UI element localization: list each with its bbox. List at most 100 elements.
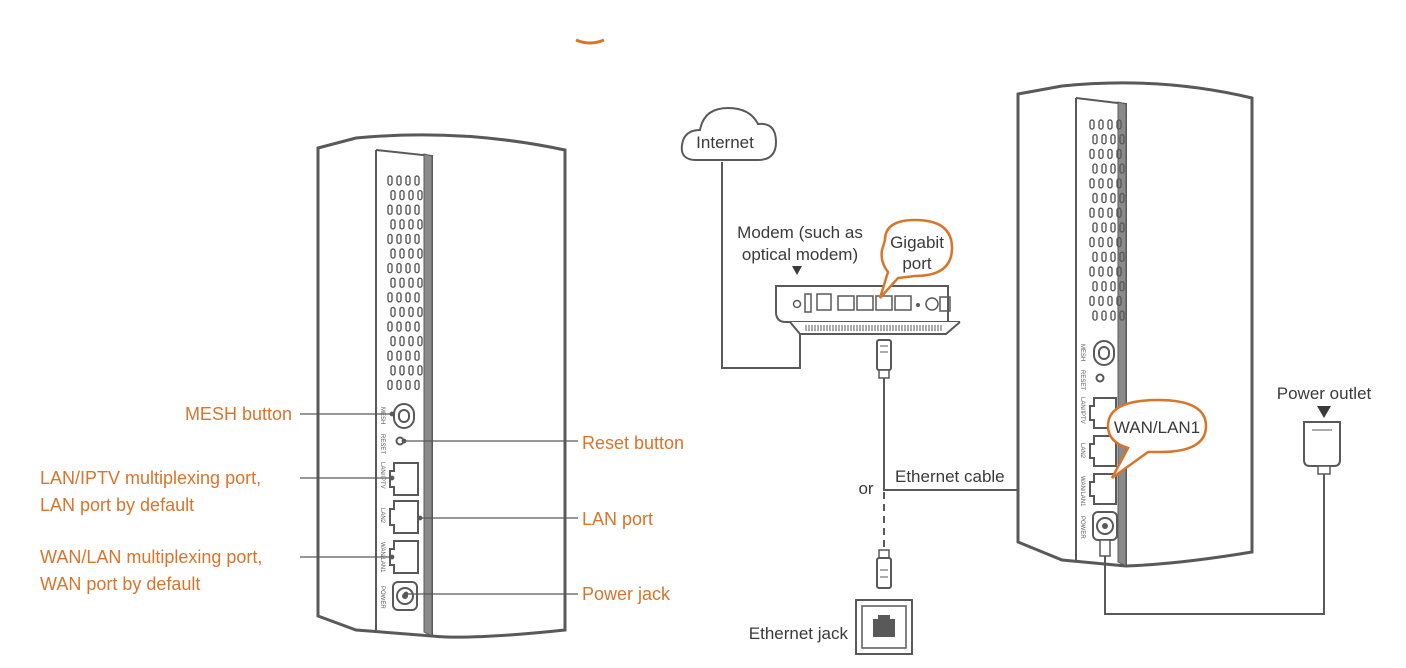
vent-slot [396, 292, 402, 303]
vent-slot [405, 175, 411, 186]
internet-label: Internet [696, 133, 754, 152]
left-leader-lines [300, 411, 578, 597]
left-label-power: POWER [379, 586, 385, 609]
vent-slot [1116, 119, 1122, 130]
right-wan-lan1-port[interactable] [1089, 473, 1117, 505]
left-wan-lan1-port[interactable] [389, 540, 419, 574]
ethernet-cable-line[interactable] [883, 378, 1042, 491]
vent-slot [1101, 281, 1107, 292]
vent-slot [1098, 178, 1104, 189]
vent-slot [1101, 192, 1107, 204]
modem-lan-port-3[interactable] [875, 295, 893, 311]
right-mesh-button[interactable] [1093, 340, 1115, 366]
vent-slot [414, 204, 420, 215]
callout-power-jack: Power jack [582, 584, 671, 604]
vent-slot [1092, 133, 1098, 145]
vent-slot [390, 277, 396, 288]
right-router: MESH RESET LAN/IPTV LAN2 WAN/LAN1 POWER [1016, 81, 1254, 568]
vent-slot [399, 219, 405, 230]
vent-slot [405, 350, 411, 361]
vent-slot [1101, 163, 1107, 174]
modem-ethernet-plug [876, 339, 892, 379]
vent-slot [414, 321, 420, 332]
modem [775, 285, 961, 335]
callout-wan-lan-line1: WAN/LAN multiplexing port, [40, 547, 262, 567]
vent-slot [414, 292, 420, 303]
vent-slot [408, 189, 414, 201]
callout-mesh-button: MESH button [185, 404, 292, 424]
vent-slot [1098, 119, 1104, 130]
ethernet-cable-label: Ethernet cable [895, 467, 1005, 486]
internet-cloud: Internet [680, 106, 778, 161]
modem-label-line1: Modem (such as [737, 223, 863, 242]
vent-slot [396, 204, 402, 215]
vent-slot [1110, 310, 1116, 321]
vent-slot [408, 219, 414, 230]
vent-slot [1110, 251, 1116, 263]
modem-lan-port-2[interactable] [856, 295, 874, 311]
vent-slot [1119, 133, 1125, 145]
vent-slot [1092, 163, 1098, 174]
vent-slot [387, 350, 393, 361]
right-power-jack[interactable] [1092, 511, 1118, 541]
vent-slot [1107, 295, 1113, 307]
left-label-reset: RESET [379, 434, 385, 454]
left-lan2-port[interactable] [389, 500, 419, 534]
right-reset-button[interactable] [1095, 373, 1105, 383]
vent-slot [408, 335, 414, 347]
vent-slot [387, 175, 393, 186]
vent-slot [390, 189, 396, 201]
or-label: or [858, 479, 873, 498]
vent-slot [1089, 266, 1095, 277]
vent-slot [1098, 295, 1104, 307]
vent-slot [405, 321, 411, 332]
vent-slot [414, 350, 420, 361]
right-lan2-port[interactable] [1089, 435, 1117, 467]
vent-slot [417, 219, 423, 230]
vent-slot [1116, 148, 1122, 160]
vent-slot [387, 321, 393, 332]
wan-lan1-bubble-label: WAN/LAN1 [1114, 418, 1200, 437]
vent-slot [1089, 295, 1095, 307]
vent-slot [1089, 236, 1095, 248]
vent-slot [1092, 192, 1098, 204]
modem-lan-port-4[interactable] [894, 295, 912, 311]
vent-slot [396, 321, 402, 332]
vent-slot [396, 350, 402, 361]
vent-slot [1101, 310, 1107, 321]
left-label-mesh: MESH [379, 407, 385, 424]
vent-slot [387, 262, 393, 274]
vent-slot [396, 175, 402, 186]
vent-slot [1107, 148, 1113, 160]
power-cable [1099, 472, 1325, 615]
power-outlet-arrow-icon [1317, 406, 1331, 418]
gigabit-label-line1: Gigabit [890, 233, 944, 252]
vent-slot [417, 189, 423, 201]
vent-slot [1101, 222, 1107, 233]
vent-slot [1098, 266, 1104, 277]
vent-slot [1089, 178, 1095, 189]
right-label-lan-iptv: LAN/IPTV [1079, 397, 1085, 424]
vent-slot [1116, 266, 1122, 277]
vent-slot [1119, 281, 1125, 292]
vent-slot [1110, 281, 1116, 292]
callout-reset-button: Reset button [582, 433, 684, 453]
vent-slot [1119, 192, 1125, 204]
vent-slot [1110, 163, 1116, 174]
internet-to-modem-line [721, 162, 801, 369]
vent-slot [1119, 163, 1125, 174]
vent-slot [387, 233, 393, 245]
callout-wan-lan-line2: WAN port by default [40, 574, 200, 594]
vent-slot [1107, 178, 1113, 189]
vent-slot [417, 335, 423, 347]
left-lan-iptv-port[interactable] [389, 462, 419, 496]
modem-lan-port-1[interactable] [837, 295, 855, 311]
gigabit-port-bubble: Gigabit port [878, 218, 954, 299]
left-label-lan2: LAN2 [379, 508, 385, 524]
right-router-vent-grid [1089, 119, 1125, 321]
vent-slot [396, 233, 402, 245]
vent-slot [1098, 148, 1104, 160]
vent-slot [1089, 207, 1095, 218]
left-mesh-button[interactable] [393, 403, 415, 429]
vent-slot [390, 306, 396, 318]
